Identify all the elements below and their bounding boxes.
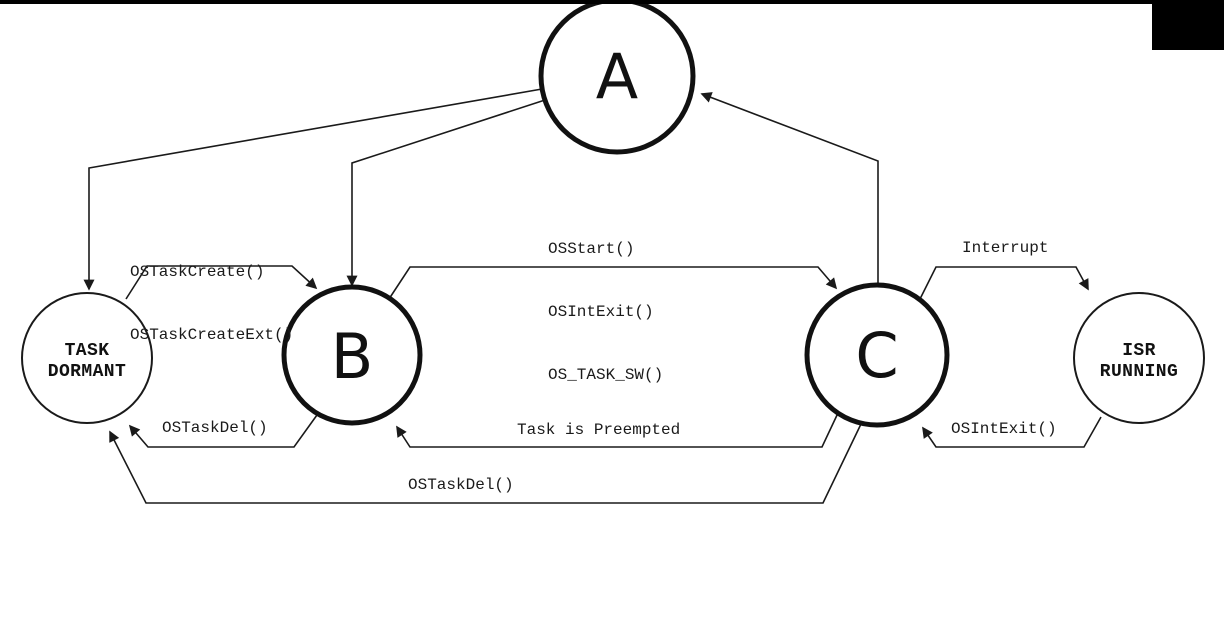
node-isr-running-circle [1073,292,1205,424]
node-a-circle [538,0,696,155]
edge-c-to-task-dormant-del [109,423,862,504]
node-task-dormant-circle [21,292,153,424]
label-os-start: OSStart() OSIntExit() OS_TASK_SW() [548,197,663,428]
node-task-dormant-label: TASK DORMANT [7,341,167,383]
label-os-start-line3: OS_TASK_SW() [548,366,664,384]
task-dormant-line1: TASK [64,341,110,361]
node-b-circle [281,284,423,426]
top-right-black-block [1152,0,1224,50]
node-c-circle [804,282,950,428]
node-a-label: A [595,39,639,113]
label-task-preempted: Task is Preempted [517,421,681,439]
edge-isr-running-to-c [922,416,1102,448]
top-border-bar [0,0,1224,4]
edge-b-to-c [388,266,838,300]
isr-running-line2: RUNNING [1099,362,1179,382]
task-dormant-line2: DORMANT [47,362,127,382]
edge-a-to-task-dormant [83,88,543,291]
isr-running-line1: ISR [1122,341,1156,361]
edge-task-dormant-to-b [125,265,318,300]
label-os-int-exit: OSIntExit() [951,420,1057,438]
node-b-label: B [330,319,374,393]
label-interrupt: Interrupt [962,239,1049,257]
edge-c-to-isr-running [919,266,1089,300]
label-task-create-line2: OSTaskCreateExt() [130,326,294,344]
node-isr-running-label: ISR RUNNING [1059,341,1219,383]
label-os-start-line1: OSStart() [548,240,635,258]
label-task-del-b: OSTaskDel() [162,419,268,437]
edge-c-to-a [700,92,879,288]
label-task-create: OSTaskCreate() OSTaskCreateExt() [130,220,293,388]
label-task-create-line1: OSTaskCreate() [130,263,265,281]
edge-c-to-b-preempted [396,412,839,448]
edge-a-to-b [346,99,546,287]
label-task-del-c: OSTaskDel() [408,476,514,494]
edge-b-to-task-dormant-del [128,414,318,448]
node-c-label: C [855,318,899,392]
label-os-start-line2: OSIntExit() [548,303,654,321]
